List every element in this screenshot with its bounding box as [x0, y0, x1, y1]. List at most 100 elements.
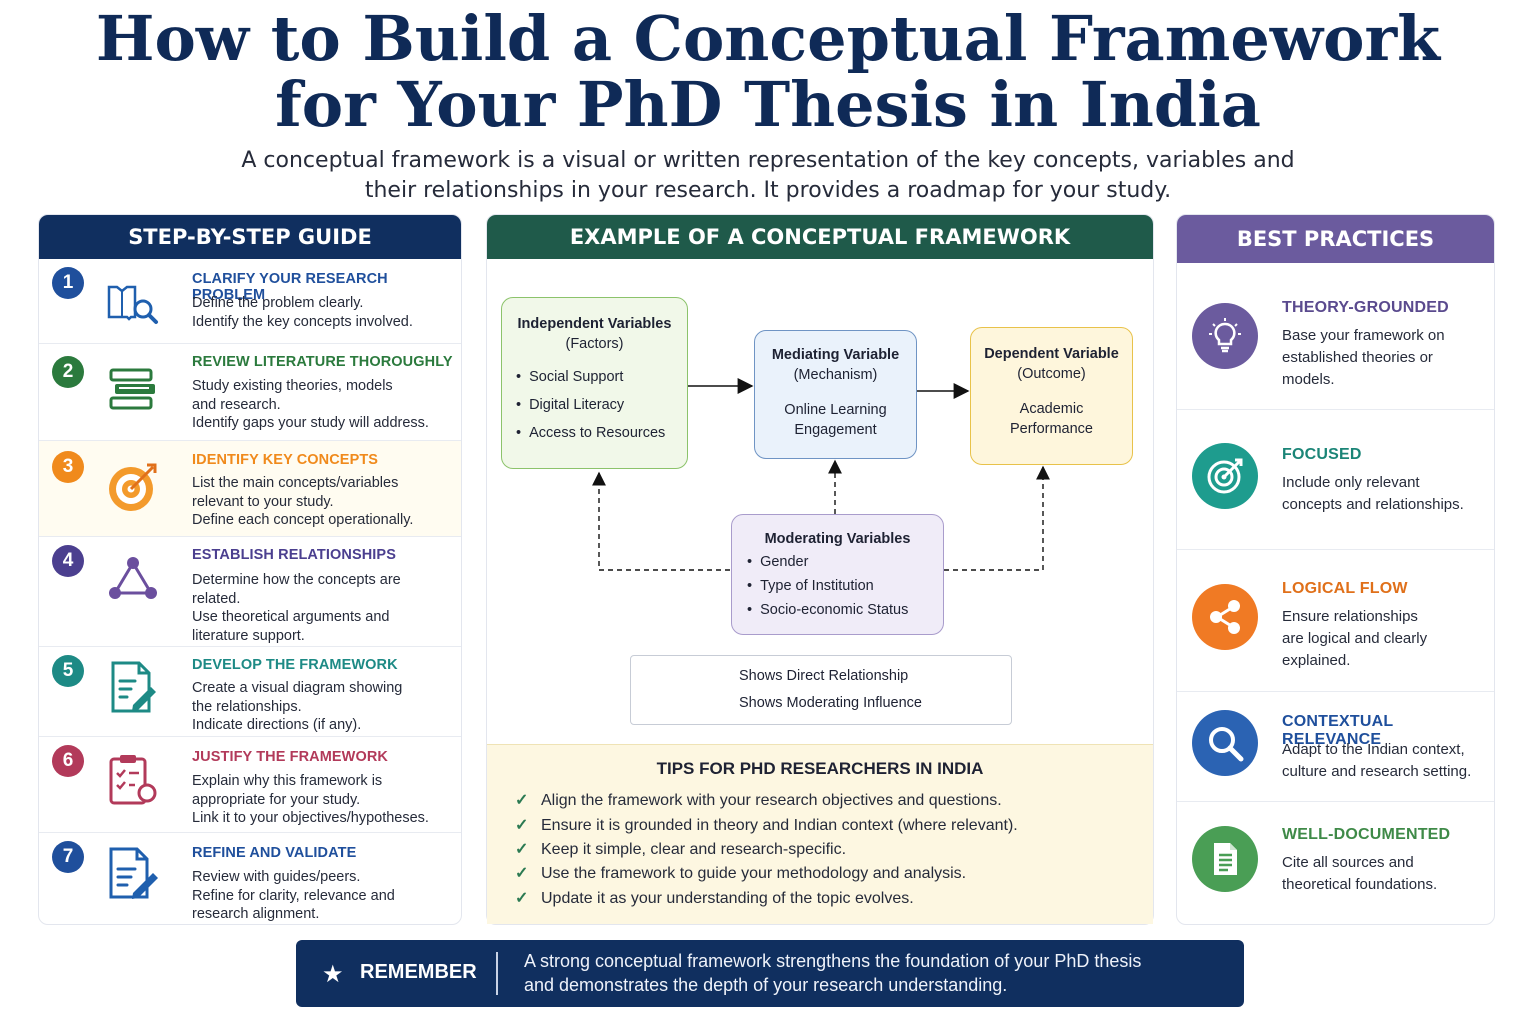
step-title-1: CLARIFY YOUR RESEARCH PROBLEM: [192, 271, 388, 303]
bp-3-line-3: explained.: [1282, 652, 1351, 669]
independent-title: Independent Variables: [517, 316, 672, 332]
step-5-line-1: Create a visual diagram showing: [192, 680, 403, 696]
best-practice-item-4: CONTEXTUAL RELEVANCE Adapt to the Indian…: [1177, 692, 1494, 802]
bp-5-line-2: theoretical foundations.: [1282, 876, 1438, 893]
dependent-title: Dependent Variable: [984, 346, 1119, 362]
framework-heading: EXAMPLE OF A CONCEPTUAL FRAMEWORK: [487, 215, 1153, 259]
step-2-line-2: and research.: [192, 396, 281, 413]
star-icon: ★: [322, 961, 344, 988]
step-number-4: 4: [52, 545, 84, 577]
step-title-7: REFINE AND VALIDATE: [192, 845, 357, 861]
bp-4-line-1: Adapt to the Indian context,: [1282, 741, 1465, 758]
step-title-6: JUSTIFY THE FRAMEWORK: [192, 749, 388, 765]
step-6-line-2: appropriate for your study.: [192, 791, 361, 808]
books-stack-icon: [109, 368, 155, 410]
moderating-item: Type of Institution: [747, 574, 943, 598]
remember-text: A strong conceptual framework strengthen…: [524, 949, 1224, 997]
book-search-icon: [107, 285, 158, 324]
best-practice-title-5: WELL-DOCUMENTED: [1282, 826, 1451, 843]
best-practice-title-1: THEORY-GROUNDED: [1282, 299, 1449, 316]
best-practice-item-1: THEORY-GROUNDED Base your framework on e…: [1177, 263, 1494, 410]
check-icon: ✓: [515, 865, 529, 882]
step-guide-heading: STEP-BY-STEP GUIDE: [39, 215, 461, 259]
document-edit-icon: [111, 661, 156, 713]
document-icon: [1192, 826, 1258, 892]
check-icon: ✓: [515, 841, 529, 858]
step-number-3: 3: [52, 451, 84, 483]
step-2-line-3: Identify gaps your study will address.: [192, 415, 429, 431]
step-text-2: Study existing theories, models and rese…: [192, 377, 457, 433]
remember-divider: [496, 952, 498, 995]
step-title-5: DEVELOP THE FRAMEWORK: [192, 657, 398, 673]
step-title-4: ESTABLISH RELATIONSHIPS: [192, 547, 396, 563]
best-practice-title-3: LOGICAL FLOW: [1282, 580, 1408, 597]
tip-text: Use the framework to guide your methodol…: [541, 865, 967, 882]
step-number-1: 1: [52, 267, 84, 299]
step-number-6: 6: [52, 745, 84, 777]
step-item-3: 3 IDENTIFY KEY CONCEPTS List the main co…: [39, 441, 461, 537]
bp-4-line-2: culture and research setting.: [1282, 763, 1472, 780]
step-item-2: 2 REVIEW LITERATURE THOROUGHLY Study exi…: [39, 344, 461, 441]
network-triangle-icon: [109, 557, 157, 599]
independent-item: Social Support: [516, 363, 687, 391]
step-number-5: 5: [52, 655, 84, 687]
best-practice-item-3: LOGICAL FLOW Ensure relationships are lo…: [1177, 550, 1494, 692]
best-practice-text-2: Include only relevant concepts and relat…: [1282, 472, 1494, 516]
lightbulb-icon: [1192, 303, 1258, 369]
legend-moderating-label: Shows Moderating Influence: [739, 695, 922, 711]
best-practice-item-5: WELL-DOCUMENTED Cite all sources and the…: [1177, 802, 1494, 924]
step-title-3: IDENTIFY KEY CONCEPTS: [192, 452, 379, 468]
step-6-line-1: Explain why this framework is: [192, 773, 383, 789]
step-3-line-1: List the main concepts/variables: [192, 475, 399, 491]
subtitle-line-1: A conceptual framework is a visual or wr…: [241, 148, 1295, 173]
mediating-variable-box: Mediating Variable (Mechanism) Online Le…: [754, 330, 917, 459]
tip-text: Keep it simple, clear and research-speci…: [541, 841, 847, 858]
check-icon: ✓: [515, 817, 529, 834]
independent-variables-box: Independent Variables (Factors) Social S…: [501, 297, 688, 469]
page-subtitle: A conceptual framework is a visual or wr…: [200, 146, 1336, 206]
best-practice-text-4: Adapt to the Indian context, culture and…: [1282, 739, 1494, 783]
step-3-line-2: relevant to your study.: [192, 493, 334, 510]
step-6-line-3: Link it to your objectives/hypotheses.: [192, 810, 429, 826]
best-practice-text-5: Cite all sources and theoretical foundat…: [1282, 852, 1494, 896]
tip-text: Align the framework with your research o…: [541, 792, 1002, 809]
step-7-line-1: Review with guides/peers.: [192, 869, 361, 885]
step-5-line-2: the relationships.: [192, 698, 302, 715]
remember-banner: ★ REMEMBER A strong conceptual framework…: [296, 940, 1244, 1007]
step-item-4: 4 ESTABLISH RELATIONSHIPS Determine how …: [39, 537, 461, 647]
tip-text: Update it as your understanding of the t…: [541, 890, 914, 907]
remember-line-2: and demonstrates the depth of your resea…: [524, 975, 1008, 995]
best-practices-panel: BEST PRACTICES THEORY-GROUNDED Base your…: [1176, 214, 1495, 925]
remember-line-1: A strong conceptual framework strengthen…: [524, 951, 1142, 971]
bp-1-line-2: established theories or: [1282, 349, 1433, 366]
subtitle-line-2: their relationships in your research. It…: [364, 178, 1172, 203]
page-title-line-2: for Your PhD Thesis in India: [275, 68, 1261, 141]
step-7-line-2: Refine for clarity, relevance and: [192, 887, 395, 904]
mediating-sub: (Mechanism): [793, 367, 878, 383]
step-number-7: 7: [52, 841, 84, 873]
dashed-arrow-to-dependent: [944, 465, 1050, 571]
step-3-line-3: Define each concept operationally.: [192, 512, 414, 528]
step-2-line-1: Study existing theories, models: [192, 378, 393, 394]
step-text-7: Review with guides/peers. Refine for cla…: [192, 868, 457, 924]
best-practice-title-2: FOCUSED: [1282, 446, 1362, 463]
step-text-3: List the main concepts/variables relevan…: [192, 474, 457, 530]
dependent-variable-box: Dependent Variable (Outcome) Academic Pe…: [970, 327, 1133, 465]
best-practice-title-4: CONTEXTUAL RELEVANCE: [1282, 713, 1394, 748]
bp-1-line-3: models.: [1282, 371, 1335, 388]
check-icon: ✓: [515, 890, 529, 907]
bp-3-line-2: are logical and clearly: [1282, 630, 1428, 647]
step-item-7: 7 REFINE AND VALIDATE Review with guides…: [39, 833, 461, 924]
dashed-arrow-to-independent: [592, 471, 730, 571]
legend-direct-label: Shows Direct Relationship: [739, 668, 909, 684]
step-4-line-4: literature support.: [192, 627, 305, 644]
tip-item: ✓ Keep it simple, clear and research-spec…: [515, 839, 846, 859]
dependent-body-2: Performance: [1009, 421, 1093, 437]
clipboard-check-icon: [109, 755, 157, 805]
step-item-1: 1 CLARIFY YOUR RESEARCH PROBLEM Define t…: [39, 259, 461, 344]
tip-item: ✓Align the framework with your research …: [515, 790, 1002, 810]
step-title-2: REVIEW LITERATURE THOROUGHLY: [192, 354, 453, 370]
bp-1-line-1: Base your framework on: [1282, 327, 1445, 344]
tip-item: ✓ Use the framework to guide your methodo…: [515, 863, 966, 883]
best-practices-heading: BEST PRACTICES: [1177, 215, 1494, 263]
